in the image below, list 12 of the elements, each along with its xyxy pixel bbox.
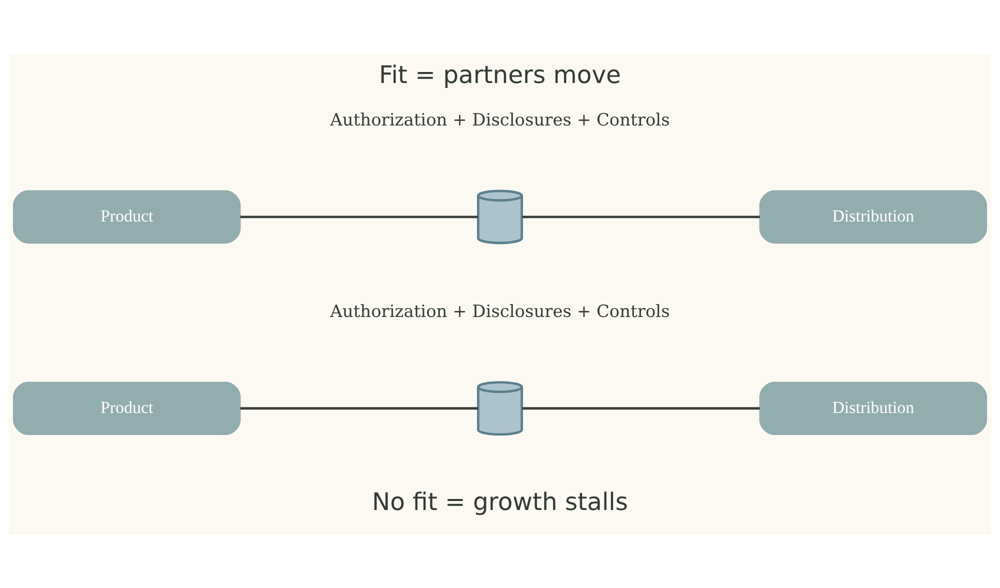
connector — [522, 215, 760, 218]
diagram-title: Fit = partners move — [379, 60, 621, 89]
node-box: Product — [12, 190, 241, 244]
caption: No fit = growth stalls — [372, 488, 628, 516]
label: Authorization + Disclosures + Controls — [330, 300, 670, 321]
label: Authorization + Disclosures + Controls — [330, 109, 670, 130]
node-box: Distribution — [759, 381, 988, 435]
connector — [522, 406, 760, 410]
node-box: Distribution — [759, 190, 988, 244]
node-box: Product — [12, 381, 241, 435]
connector — [240, 406, 478, 410]
connector — [240, 215, 478, 218]
